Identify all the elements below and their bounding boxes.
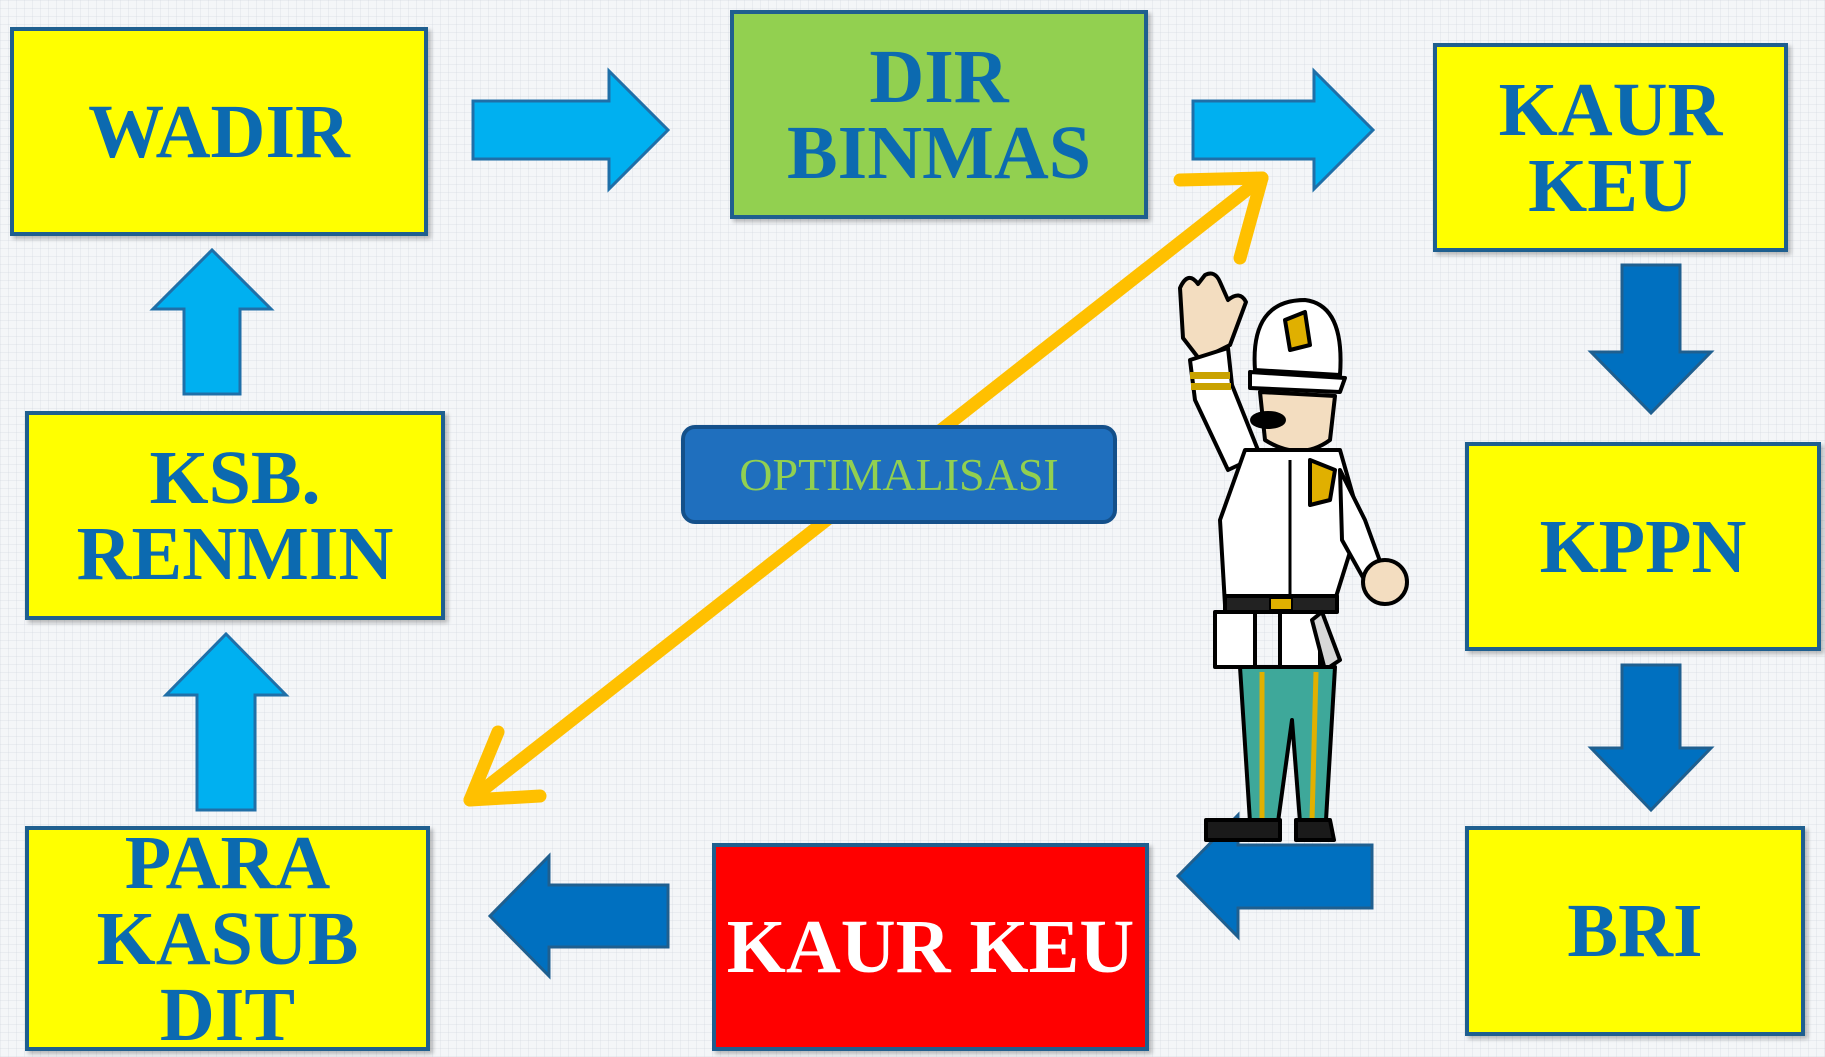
dir-binmas-label: DIR BINMAS [786,34,1092,195]
para-kasub-dit-box: PARA KASUB DIT [25,820,430,1057]
right-arrow-wadir-to-dir [471,67,671,193]
kppn-box: KPPN [1465,442,1821,651]
bri-label: BRI [1567,889,1703,973]
kppn-label: KPPN [1539,504,1747,589]
ksb-renmin-box: KSB. RENMIN [25,411,445,620]
bri-box: BRI [1465,826,1805,1036]
dir-binmas-box: DIR BINMAS [730,10,1148,219]
left-arrow-kaur-to-para [487,852,670,980]
down-arrow-kaur-to-kppn [1587,263,1715,416]
down-arrow-kppn-to-bri [1587,663,1715,813]
up-arrow-ksb-to-wadir [149,247,275,396]
optimalisasi-label: OPTIMALISASI [739,449,1059,500]
kaur-keu-bottom-box: KAUR KEU [712,843,1149,1051]
ksb-renmin-label: KSB. RENMIN [76,435,394,596]
optimalisasi-label-box: OPTIMALISASI [681,425,1117,524]
police-officer-figure [1178,271,1409,842]
kaur-keu-top-label: KAUR KEU [1498,67,1723,228]
para-kasub-dit-label: PARA KASUB DIT [96,820,359,1057]
kaur-keu-bottom-label: KAUR KEU [726,905,1135,989]
wadir-label: WADIR [88,89,350,174]
wadir-box: WADIR [10,27,428,236]
right-arrow-dir-to-kaur [1191,67,1376,193]
kaur-keu-top-box: KAUR KEU [1433,43,1788,252]
up-arrow-para-to-ksb [162,631,290,812]
left-arrow-bri-to-kaur [1175,811,1374,941]
